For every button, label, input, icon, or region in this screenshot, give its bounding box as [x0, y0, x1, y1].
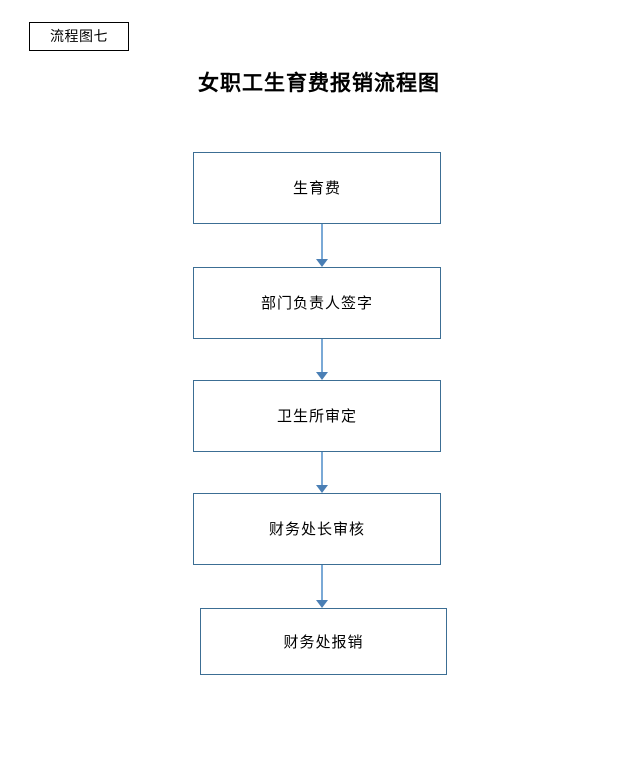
node-clinic-approve-label: 卫生所审定 [276, 407, 357, 425]
arrow-down-icon [316, 600, 328, 608]
page-title: 女职工生育费报销流程图 [198, 70, 440, 95]
node-dept-head-sign[interactable]: 部门负责人签字 [193, 267, 441, 339]
arrow-down-icon [316, 372, 328, 380]
connector-dept-head-sign-to-clinic-approve [315, 339, 329, 380]
connector-line [321, 224, 323, 259]
connector-line [321, 565, 323, 600]
arrow-down-icon [316, 259, 328, 267]
arrow-down-icon [316, 485, 328, 493]
node-finance-director-review-label: 财务处长审核 [268, 520, 365, 538]
figure-caption-box: 流程图七 [29, 22, 129, 51]
node-finance-director-review[interactable]: 财务处长审核 [193, 493, 441, 565]
node-birth-fee-label: 生育费 [292, 179, 341, 197]
connector-line [321, 452, 323, 485]
node-finance-reimburse[interactable]: 财务处报销 [200, 608, 447, 675]
node-dept-head-sign-label: 部门负责人签字 [260, 294, 373, 312]
connector-finance-director-review-to-finance-reimburse [315, 565, 329, 608]
connector-line [321, 339, 323, 372]
node-birth-fee[interactable]: 生育费 [193, 152, 441, 224]
node-finance-reimburse-label: 财务处报销 [283, 632, 364, 651]
connector-clinic-approve-to-finance-director-review [315, 452, 329, 493]
connector-birth-fee-to-dept-head-sign [315, 224, 329, 267]
node-clinic-approve[interactable]: 卫生所审定 [193, 380, 441, 452]
figure-caption-label: 流程图七 [50, 28, 108, 45]
